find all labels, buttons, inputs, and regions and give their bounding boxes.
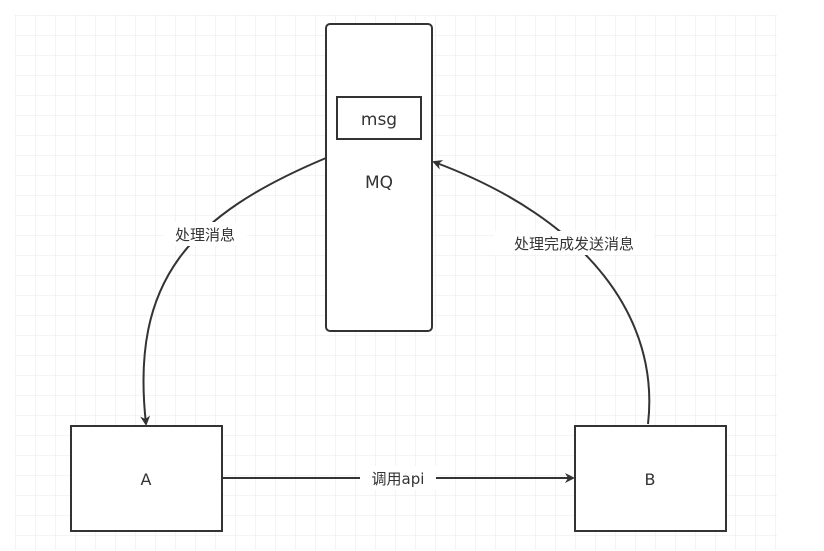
edge-a-to-b-label: 调用api (372, 470, 425, 488)
edge-b-to-mq-line (432, 160, 651, 425)
mq-node[interactable]: msg MQ (325, 23, 433, 332)
node-a-label: A (141, 470, 152, 489)
msg-label: msg (361, 110, 397, 130)
edge-b-to-mq-label-bg (494, 231, 654, 255)
node-b[interactable]: B (574, 425, 727, 532)
edge-mq-to-a-label: 处理消息 (175, 226, 235, 244)
node-a[interactable]: A (70, 425, 223, 532)
edge-b-to-mq[interactable]: 处理完成发送消息 (432, 160, 654, 425)
edge-a-to-b-label-bg (360, 466, 436, 490)
edge-a-to-b[interactable]: 调用api (222, 466, 575, 490)
node-b-box (574, 425, 727, 532)
mq-label: MQ (365, 173, 393, 193)
edge-b-to-mq-label: 处理完成发送消息 (514, 235, 634, 253)
node-b-label: B (645, 470, 656, 489)
msg-box[interactable] (336, 96, 422, 140)
edge-mq-to-a-label-bg (163, 222, 247, 246)
edge-mq-to-a[interactable]: 处理消息 (140, 157, 327, 426)
edge-mq-to-a-line (140, 157, 327, 426)
